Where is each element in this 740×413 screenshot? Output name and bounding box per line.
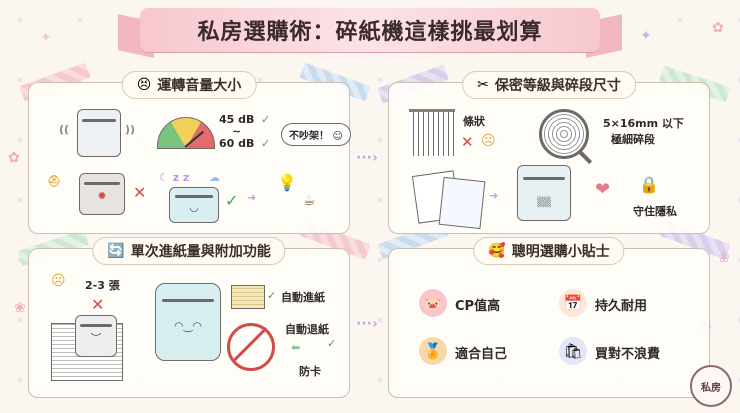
panel-title: 聰明選購小貼士 bbox=[511, 244, 610, 260]
speech-bubble: 不吵架！ ☺ bbox=[281, 123, 351, 146]
panel-noise: 😣 運轉音量大小 (( )) 45 dB ✓ ~ 60 dB ✓ 不吵架！ ☺ … bbox=[28, 71, 351, 234]
sakura-icon: ✿ bbox=[712, 20, 724, 36]
sheets-label: 2-3 張 bbox=[85, 279, 120, 292]
heart-face-icon: 🥰 bbox=[488, 243, 506, 259]
sound-waves-icon: )) bbox=[125, 123, 136, 136]
panel-title: 保密等級與碎段尺寸 bbox=[494, 78, 621, 94]
cross-cut-label: 5×16mm 以下 bbox=[603, 117, 684, 130]
check-icon: ✓ bbox=[327, 337, 337, 350]
cross-icon: ✕ bbox=[461, 133, 474, 151]
arrow-right-icon: ···› bbox=[356, 150, 378, 166]
document-icon bbox=[438, 176, 486, 230]
panel-heading: 🔄 單次進紙量與附加功能 bbox=[92, 237, 286, 265]
panel-title: 運轉音量大小 bbox=[157, 78, 242, 94]
arrow-right-icon: ➜ bbox=[247, 191, 257, 204]
panel-tips: 🥰 聰明選購小貼士 🐷 CP值高 📅 持久耐用 🏅 適合自己 🛍 買對不浪費 bbox=[388, 237, 710, 398]
tip-label: 買對不浪費 bbox=[595, 347, 661, 362]
smart-shredder-illustration: ◠‿◠ bbox=[155, 283, 221, 361]
privacy-label: 守住隱私 bbox=[633, 205, 677, 218]
panel-security: ✂ 保密等級與碎段尺寸 條狀 ✕ ☹ 5×16mm 以下 極細碎段 ➜ ▒▒ ❤… bbox=[388, 71, 710, 234]
sparkle-icon: ✦ bbox=[40, 30, 52, 46]
hard-hat-icon: ⛑ bbox=[47, 175, 61, 188]
panel-heading: ✂ 保密等級與碎段尺寸 bbox=[462, 71, 636, 99]
shredder-illustration bbox=[77, 109, 121, 157]
lamp-icon: 💡 bbox=[277, 173, 297, 192]
coffee-cup-icon: ☕ bbox=[303, 193, 316, 209]
scissors-icon: ✂ bbox=[477, 77, 489, 93]
tip-label: 適合自己 bbox=[455, 347, 508, 362]
auto-feed-label: 自動進紙 bbox=[281, 291, 325, 304]
strip-label: 條狀 bbox=[463, 115, 485, 128]
cross-icon: ✕ bbox=[133, 183, 147, 202]
sakura-icon: ❀ bbox=[14, 300, 26, 316]
check-icon: ✓ bbox=[225, 191, 239, 210]
moon-icon: ☾ z z bbox=[159, 171, 190, 184]
db-low: 60 dB bbox=[219, 137, 255, 150]
check-icon: ✓ bbox=[267, 289, 277, 302]
panel-title: 單次進紙量與附加功能 bbox=[130, 244, 271, 260]
page-title: 私房選購術：碎紙機這樣挑最划算 bbox=[197, 20, 543, 45]
sound-waves-icon: (( bbox=[59, 123, 70, 136]
cloud-icon: ☁ bbox=[209, 171, 220, 184]
refresh-icon: 🔄 bbox=[107, 243, 125, 259]
cross-cut-sub: 極細碎段 bbox=[611, 133, 655, 146]
sparkle-icon: ✦ bbox=[640, 28, 652, 44]
lock-shield-icon: 🔒 bbox=[639, 175, 659, 194]
no-jam-icon bbox=[227, 323, 275, 371]
heart-icon: ❤ bbox=[595, 179, 611, 200]
panel-heading: 😣 運轉音量大小 bbox=[121, 71, 257, 99]
medal-icon: 🏅 bbox=[419, 337, 447, 365]
check-icon: ✓ bbox=[261, 137, 271, 150]
auto-reverse-label: 自動退紙 bbox=[285, 323, 329, 336]
title-ribbon: 私房選購術：碎紙機這樣挑最划算 bbox=[140, 8, 600, 52]
calendar-icon: 📅 bbox=[559, 289, 587, 317]
arrow-right-icon: ➜ bbox=[489, 189, 499, 202]
quiet-shredder-illustration: ◡ bbox=[169, 187, 219, 223]
arrow-left-icon: ⬅ bbox=[291, 341, 301, 354]
tip-label: 持久耐用 bbox=[595, 299, 648, 314]
magnifier-handle bbox=[577, 149, 593, 165]
sad-face-icon: ☹ bbox=[481, 133, 496, 149]
jammed-shredder-illustration: ︶ bbox=[75, 315, 117, 357]
arrow-right-icon: ···› bbox=[356, 316, 378, 332]
brand-stamp: 私房 bbox=[690, 365, 732, 407]
cross-icon: ✕ bbox=[91, 295, 105, 314]
anti-jam-label: 防卡 bbox=[299, 365, 321, 378]
tip-label: CP值高 bbox=[455, 299, 501, 314]
piggy-bank-icon: 🐷 bbox=[419, 289, 447, 317]
sad-face-icon: ☹ bbox=[51, 273, 66, 289]
paper-stack-icon bbox=[231, 285, 265, 309]
db-tilde: ~ bbox=[232, 125, 242, 138]
face-icon: 😣 bbox=[136, 77, 152, 93]
noisy-shredder-illustration: ✹ bbox=[79, 173, 125, 215]
shredder-illustration: ▒▒ bbox=[517, 165, 571, 221]
sakura-icon: ✿ bbox=[8, 150, 20, 166]
paper-strips-illustration bbox=[409, 109, 455, 156]
panel-heading: 🥰 聰明選購小貼士 bbox=[473, 237, 625, 265]
db-high: 45 dB bbox=[219, 113, 255, 126]
check-icon: ✓ bbox=[261, 113, 271, 126]
smile-icon: ☺ bbox=[332, 131, 343, 142]
stamp-text: 私房 bbox=[701, 382, 721, 394]
shopping-bag-icon: 🛍 bbox=[559, 337, 587, 365]
speech-text: 不吵架！ bbox=[289, 131, 329, 142]
panel-capacity: 🔄 單次進紙量與附加功能 ☹ 2-3 張 ✕ ︶ ◠‿◠ ✓ 自動進紙 自動退紙… bbox=[28, 237, 350, 398]
